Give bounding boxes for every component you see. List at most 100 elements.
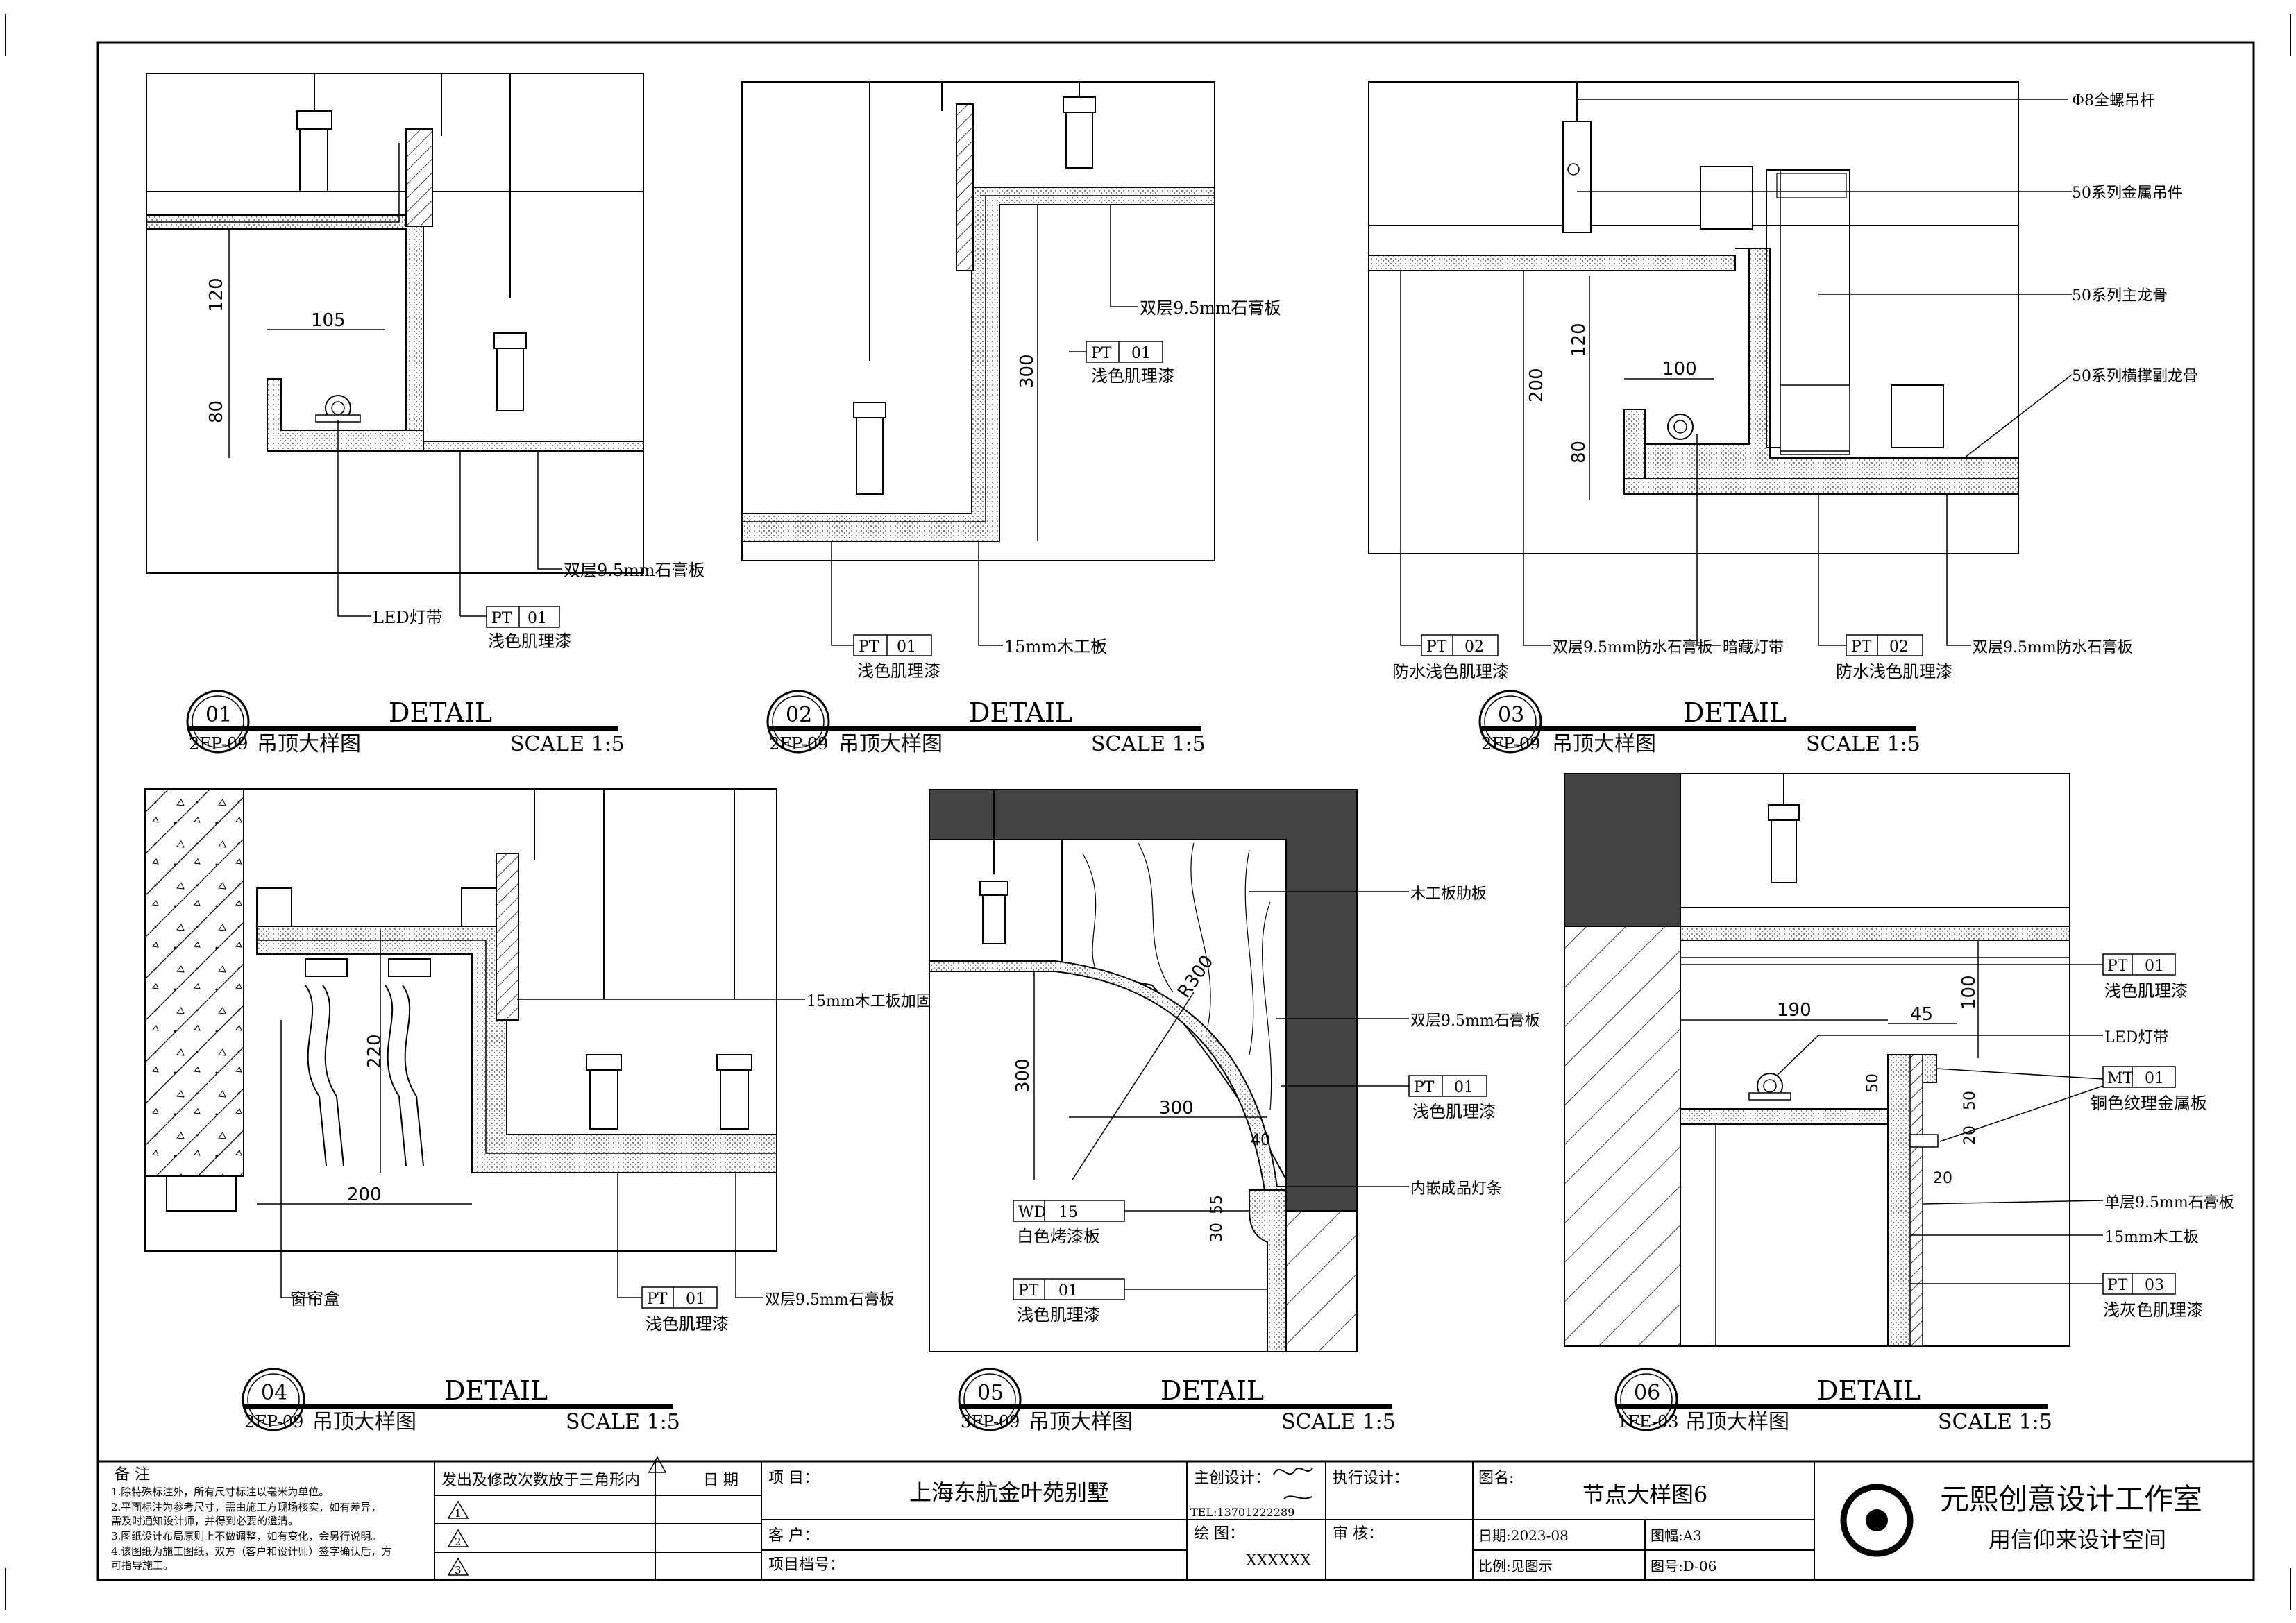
svg-text:DETAIL: DETAIL [1683,697,1787,728]
svg-text:100: 100 [1959,975,1980,1010]
svg-text:190: 190 [1777,1000,1812,1021]
svg-text:15mm木工板: 15mm木工板 [1004,637,1107,656]
svg-text:防水浅色肌理漆: 防水浅色肌理漆 [1392,662,1509,681]
svg-text:SCALE 1:5: SCALE 1:5 [510,732,625,756]
svg-text:吊顶大样图: 吊顶大样图 [1685,1410,1789,1434]
svg-text:01: 01 [897,638,916,656]
svg-text:PT: PT [647,1291,668,1308]
title-block: 备 注 1.除特殊标注外，所有尺寸标注以毫米为单位。 2.平面标注为参考尺寸，需… [96,1456,2255,1581]
studio-name: 元熙创意设计工作室 [1940,1482,2202,1516]
svg-text:01: 01 [527,610,547,627]
svg-text:05: 05 [977,1381,1004,1405]
svg-text:100: 100 [1662,359,1697,380]
title-06: 06 1FE-03 DETAIL 吊顶大样图 SCALE 1:5 [1614,1368,2052,1434]
svg-text:PT: PT [1018,1282,1039,1300]
svg-text:02: 02 [786,703,812,727]
svg-text:日 期: 日 期 [703,1472,738,1489]
svg-text:双层9.5mm石膏板: 双层9.5mm石膏板 [1410,1012,1540,1030]
title-03: 03 2FP-09 DETAIL 吊顶大样图 SCALE 1:5 [1478,690,1921,756]
detail-frame [1368,81,2019,554]
svg-text:2FP-09: 2FP-09 [769,734,828,754]
svg-text:SCALE 1:5: SCALE 1:5 [1938,1410,2052,1434]
callout-board: 双层9.5mm石膏板 [564,561,705,580]
svg-text:单层9.5mm石膏板: 单层9.5mm石膏板 [2104,1194,2234,1212]
svg-text:吊顶大样图: 吊顶大样图 [1552,732,1656,756]
svg-text:浅色肌理漆: 浅色肌理漆 [645,1314,729,1334]
svg-text:图号:D-06: 图号:D-06 [1651,1558,1716,1574]
dim-text: 80 [206,400,227,423]
svg-text:30: 30 [1208,1223,1226,1242]
svg-text:2FP-09: 2FP-09 [244,1412,303,1431]
revision-triangles: 1 2 3 [447,1456,667,1577]
svg-text:50系列金属吊件: 50系列金属吊件 [2072,185,2183,202]
svg-text:20: 20 [1961,1125,1979,1145]
svg-text:03: 03 [2145,1277,2164,1294]
svg-text:双层9.5mm石膏板: 双层9.5mm石膏板 [1140,298,1281,318]
svg-text:吊顶大样图: 吊顶大样图 [838,732,943,756]
svg-text:浅色肌理漆: 浅色肌理漆 [857,661,940,681]
svg-text:双层9.5mm石膏板: 双层9.5mm石膏板 [765,1291,895,1309]
svg-text:300: 300 [1159,1098,1194,1119]
studio-slogan: 用信仰来设计空间 [1989,1527,2166,1553]
svg-text:DETAIL: DETAIL [1817,1375,1921,1406]
crop-marks [5,14,2291,1610]
svg-text:SCALE 1:5: SCALE 1:5 [1806,732,1921,756]
svg-text:客 户：: 客 户： [768,1527,819,1545]
studio-logo-icon [1840,1484,1914,1557]
svg-text:2FP-09: 2FP-09 [1481,734,1540,754]
svg-text:浅色肌理漆: 浅色肌理漆 [2104,981,2188,1001]
detail-03: Φ8全螺吊杆 50系列金属吊件 50系列主龙骨 50系列横撑副龙骨 200 12… [1368,81,2198,681]
svg-text:审 核：: 审 核： [1333,1525,1383,1543]
title-02: 02 2FP-09 DETAIL 吊顶大样图 SCALE 1:5 [766,690,1206,756]
detail-06: 100 190 45 50 50 20 20 PT 01 浅色肌理漆 LED灯带… [1564,773,2234,1347]
svg-text:PT: PT [1414,1079,1435,1096]
svg-text:01: 01 [1058,1282,1078,1300]
svg-text:01: 01 [1131,345,1151,362]
svg-text:SCALE 1:5: SCALE 1:5 [1091,732,1206,756]
svg-text:01: 01 [2145,1070,2164,1087]
svg-text:日期:2023-08: 日期:2023-08 [1478,1527,1569,1544]
svg-text:220: 220 [364,1034,385,1069]
svg-text:PT: PT [859,638,879,656]
svg-text:防水浅色肌理漆: 防水浅色肌理漆 [1836,662,1952,681]
svg-text:木工板肋板: 木工板肋板 [1410,885,1487,903]
detail-01: 120 80 105 LED灯带 PT 01 浅色肌理漆 双层9.5mm石膏板 [146,73,705,651]
svg-text:SCALE 1:5: SCALE 1:5 [566,1410,680,1434]
svg-text:可指导施工。: 可指导施工。 [111,1559,174,1572]
svg-text:双层9.5mm防水石膏板: 双层9.5mm防水石膏板 [1973,639,2133,656]
detail-02: 300 双层9.5mm石膏板 PT 01 浅色肌理漆 PT 01 浅色肌理漆 1… [741,81,1281,681]
svg-text:2.平面标注为参考尺寸，需由施工方现场核实，如有差异，: 2.平面标注为参考尺寸，需由施工方现场核实，如有差异， [111,1501,381,1513]
svg-text:LED灯带: LED灯带 [2104,1029,2168,1046]
svg-text:1: 1 [455,1507,462,1520]
svg-text:图名:: 图名: [1478,1470,1514,1487]
svg-text:300: 300 [1013,1058,1033,1093]
svg-text:45: 45 [1910,1004,1933,1025]
title-01: 01 2FP-09 DETAIL 吊顶大样图 SCALE 1:5 [186,690,625,756]
svg-text:发出及修改次数放于三角形内: 发出及修改次数放于三角形内 [441,1472,640,1489]
callout-paint: 浅色肌理漆 [488,631,571,651]
svg-text:PT: PT [1851,638,1872,656]
title-05: 05 3FP-09 DETAIL 吊顶大样图 SCALE 1:5 [958,1368,1396,1434]
svg-text:50: 50 [1961,1091,1979,1110]
svg-text:吊顶大样图: 吊顶大样图 [257,732,361,756]
title-04: 04 2FP-09 DETAIL 吊顶大样图 SCALE 1:5 [242,1368,680,1434]
svg-text:DETAIL: DETAIL [969,697,1072,728]
svg-text:50: 50 [1864,1073,1882,1093]
svg-text:项 目：: 项 目： [768,1470,819,1487]
svg-text:PT: PT [2107,1277,2128,1294]
svg-text:内嵌成品灯条: 内嵌成品灯条 [1410,1180,1502,1198]
svg-text:WD: WD [1018,1204,1046,1221]
svg-text:15: 15 [1058,1204,1078,1221]
svg-text:浅色肌理漆: 浅色肌理漆 [1017,1305,1100,1325]
svg-text:3.图纸设计布局原则上不做调整，如有变化，会另行说明。: 3.图纸设计布局原则上不做调整，如有变化，会另行说明。 [111,1530,381,1543]
svg-text:浅色肌理漆: 浅色肌理漆 [1091,366,1174,386]
svg-text:图幅:A3: 图幅:A3 [1651,1527,1702,1544]
svg-text:03: 03 [1498,703,1524,727]
svg-text:15mm木工板: 15mm木工板 [2104,1229,2199,1246]
dim-text: 105 [311,310,346,331]
svg-text:浅色肌理漆: 浅色肌理漆 [1412,1102,1496,1121]
svg-text:白色烤漆板: 白色烤漆板 [1017,1227,1100,1246]
svg-text:1.除特殊标注外，所有尺寸标注以毫米为单位。: 1.除特殊标注外，所有尺寸标注以毫米为单位。 [111,1486,329,1498]
svg-text:01: 01 [686,1291,705,1308]
svg-text:3FP-09: 3FP-09 [961,1412,1020,1431]
